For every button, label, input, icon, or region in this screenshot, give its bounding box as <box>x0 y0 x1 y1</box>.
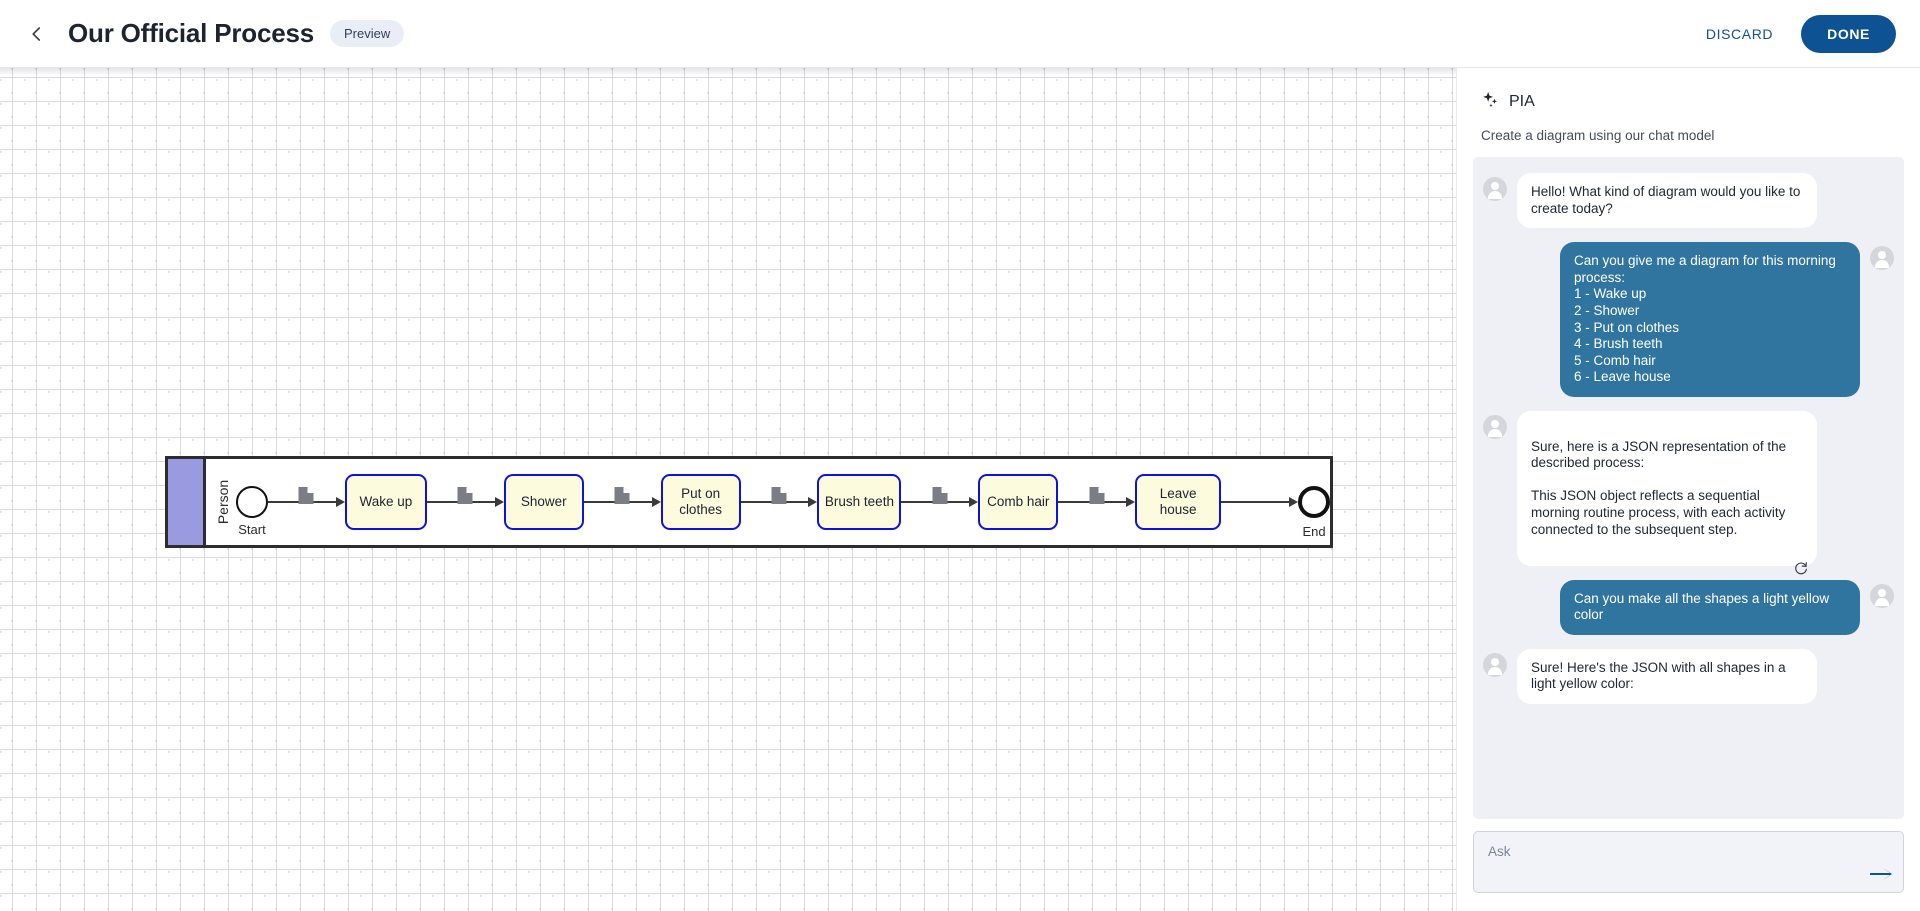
sequence-flow[interactable] <box>426 487 504 508</box>
document-icon <box>457 487 473 504</box>
chat-message: Sure, here is a JSON representation of t… <box>1483 410 1894 575</box>
chat-bubble-text: Sure, here is a JSON representation of t… <box>1531 438 1787 537</box>
chat-message: Can you give me a diagram for this morni… <box>1483 242 1894 397</box>
pia-title: PIA <box>1509 93 1535 110</box>
back-button[interactable] <box>20 17 54 51</box>
chat-bubble-bot: Hello! What kind of diagram would you li… <box>1517 173 1817 229</box>
top-bar: Our Official Process Preview DISCARD DON… <box>0 0 1920 68</box>
pool-header-bar <box>168 459 206 545</box>
avatar <box>1483 414 1507 439</box>
discard-button[interactable]: DISCARD <box>1700 25 1779 43</box>
end-event-label: End <box>1302 524 1326 539</box>
diagram-canvas[interactable]: Person Start Wake up Shower <box>0 68 1456 911</box>
document-icon <box>614 487 630 504</box>
document-icon <box>932 487 948 504</box>
bpmn-pool[interactable]: Person Start Wake up Shower <box>165 456 1333 548</box>
sequence-flow[interactable] <box>901 487 979 508</box>
bpmn-flow: Start Wake up Shower Put on clothes <box>236 459 1331 545</box>
ask-input-wrapper[interactable] <box>1473 831 1904 893</box>
lane-label: Person <box>210 459 236 545</box>
chat-message: Hello! What kind of diagram would you li… <box>1483 173 1894 229</box>
send-icon <box>1869 867 1893 887</box>
pia-title-row: PIA <box>1481 90 1896 114</box>
task-brush-teeth[interactable]: Brush teeth <box>817 474 902 530</box>
lane-label-text: Person <box>215 479 232 525</box>
page-title: Our Official Process <box>68 18 314 48</box>
task-put-on-clothes[interactable]: Put on clothes <box>660 474 741 530</box>
pia-panel: PIA Create a diagram using our chat mode… <box>1456 68 1920 911</box>
pia-subtitle: Create a diagram using our chat model <box>1481 128 1715 143</box>
sparkle-icon <box>1481 90 1500 114</box>
task-comb-hair[interactable]: Comb hair <box>978 474 1059 530</box>
end-event[interactable]: End <box>1298 486 1331 539</box>
avatar <box>1483 177 1507 201</box>
sequence-flow[interactable] <box>740 487 818 508</box>
start-event-label: Start <box>238 522 266 537</box>
sequence-flow[interactable] <box>1058 487 1136 508</box>
chat-message: Sure! Here's the JSON with all shapes in… <box>1483 648 1894 705</box>
chevron-left-icon <box>28 25 46 43</box>
chat-message-list[interactable]: Hello! What kind of diagram would you li… <box>1473 157 1904 819</box>
document-icon <box>1089 487 1105 504</box>
task-wake-up[interactable]: Wake up <box>344 474 427 530</box>
top-bar-actions: DISCARD DONE <box>1700 14 1896 53</box>
document-icon <box>771 487 787 504</box>
chat-bubble-user: Can you give me a diagram for this morni… <box>1560 242 1860 397</box>
regenerate-icon[interactable] <box>1793 544 1809 575</box>
task-leave-house[interactable]: Leave house <box>1135 474 1222 530</box>
preview-badge[interactable]: Preview <box>329 20 405 47</box>
avatar <box>1870 246 1894 271</box>
chat-bubble-bot: Sure, here is a JSON representation of t… <box>1517 410 1817 575</box>
avatar <box>1870 583 1894 608</box>
document-icon <box>298 487 314 504</box>
chat-message: Can you make all the shapes a light yell… <box>1483 579 1894 635</box>
chat-bubble-user: Can you make all the shapes a light yell… <box>1560 579 1860 635</box>
sequence-flow[interactable] <box>583 487 661 508</box>
sequence-flow[interactable] <box>268 487 345 508</box>
task-shower[interactable]: Shower <box>503 474 584 530</box>
pia-header: PIA Create a diagram using our chat mode… <box>1457 68 1920 143</box>
send-button[interactable] <box>1869 864 1893 884</box>
sequence-flow[interactable] <box>1221 496 1298 508</box>
avatar <box>1483 652 1507 677</box>
start-event[interactable]: Start <box>236 486 268 537</box>
done-button[interactable]: DONE <box>1801 14 1896 53</box>
chat-bubble-bot: Sure! Here's the JSON with all shapes in… <box>1517 648 1817 705</box>
ask-input[interactable] <box>1474 832 1903 892</box>
